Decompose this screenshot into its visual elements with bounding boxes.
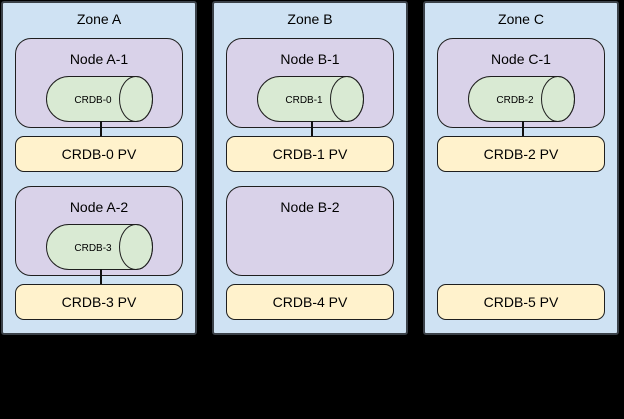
cylinder-end-ellipse — [119, 224, 153, 270]
zone-b-label: Zone B — [287, 11, 333, 27]
connector-line — [311, 121, 313, 137]
node-a2-box: Node A-2 CRDB-3 — [15, 186, 183, 276]
node-b2-label: Node B-2 — [280, 199, 340, 215]
zone-a-box: Zone A Node A-1 CRDB-0 CRDB-0 PV Node A-… — [1, 1, 197, 335]
node-a1-box: Node A-1 CRDB-0 — [15, 38, 183, 128]
cylinder-end-ellipse — [119, 76, 153, 122]
zone-b-box: Zone B Node B-1 CRDB-1 CRDB-1 PV Node B-… — [212, 1, 408, 335]
pv-box: CRDB-4 PV — [226, 284, 394, 320]
node-c1-label: Node C-1 — [491, 51, 551, 67]
zone-c-box: Zone C Node C-1 CRDB-2 CRDB-2 PV CRDB-5 … — [423, 1, 619, 335]
database-cylinder-svg: CRDB-3 — [46, 224, 153, 270]
zone-c-label: Zone C — [498, 11, 544, 27]
node-c1-box: Node C-1 CRDB-2 — [437, 38, 605, 128]
connector-line — [100, 269, 102, 285]
pv-box: CRDB-2 PV — [437, 136, 605, 172]
pod-label: CRDB-0 — [74, 95, 112, 106]
node-a2-label: Node A-2 — [69, 199, 129, 215]
database-cylinder-svg: CRDB-1 — [257, 76, 364, 122]
node-b1-label: Node B-1 — [280, 51, 340, 67]
database-cylinder-icon: CRDB-2 — [468, 76, 575, 122]
pv-box: CRDB-0 PV — [15, 136, 183, 172]
database-cylinder-icon: CRDB-3 — [46, 224, 153, 270]
database-cylinder-icon: CRDB-1 — [257, 76, 364, 122]
pod-label: CRDB-3 — [74, 243, 112, 254]
connector-line — [100, 121, 102, 137]
connector-line — [522, 121, 524, 137]
pv-box: CRDB-1 PV — [226, 136, 394, 172]
pv-label: CRDB-2 PV — [483, 146, 559, 162]
database-cylinder-svg: CRDB-2 — [468, 76, 575, 122]
pv-box: CRDB-5 PV — [437, 284, 605, 320]
pod-label: CRDB-2 — [496, 95, 534, 106]
pv-label: CRDB-3 PV — [61, 294, 137, 310]
node-a1-label: Node A-1 — [69, 51, 129, 67]
cylinder-end-ellipse — [541, 76, 575, 122]
pv-label: CRDB-4 PV — [272, 294, 348, 310]
pod-label: CRDB-1 — [285, 95, 323, 106]
zone-a-label: Zone A — [76, 11, 122, 27]
pv-label: CRDB-0 PV — [61, 146, 137, 162]
pv-box: CRDB-3 PV — [15, 284, 183, 320]
pv-label: CRDB-1 PV — [272, 146, 348, 162]
pv-label: CRDB-5 PV — [483, 294, 559, 310]
database-cylinder-icon: CRDB-0 — [46, 76, 153, 122]
node-b1-box: Node B-1 CRDB-1 — [226, 38, 394, 128]
cylinder-end-ellipse — [330, 76, 364, 122]
database-cylinder-svg: CRDB-0 — [46, 76, 153, 122]
node-b2-box: Node B-2 — [226, 186, 394, 276]
